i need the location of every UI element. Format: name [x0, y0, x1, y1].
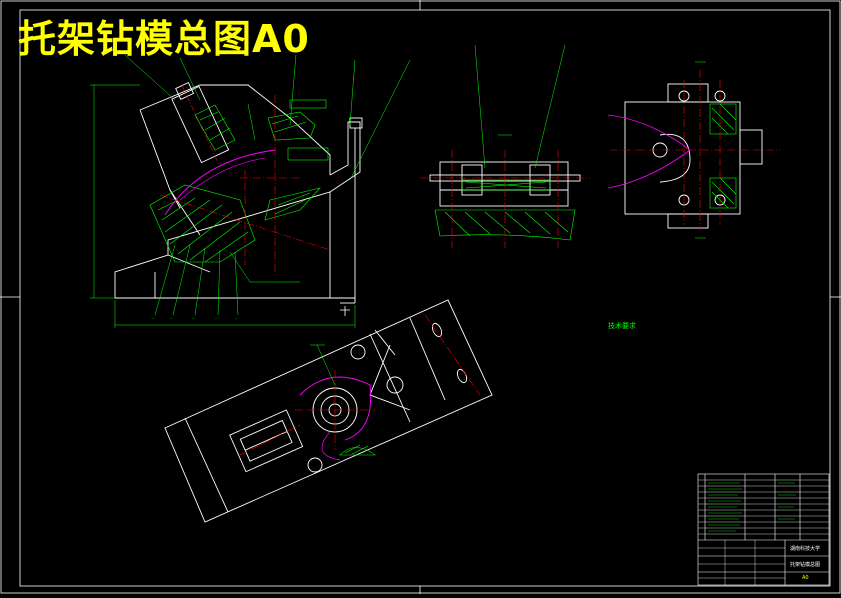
- front-view: ·· ·· ·· ·· ··: [90, 54, 411, 328]
- svg-text:··: ··: [235, 316, 238, 321]
- title-block: [697, 473, 830, 586]
- svg-text:··: ··: [215, 316, 218, 321]
- svg-text:··: ··: [192, 316, 195, 321]
- svg-text:··: ··: [170, 316, 173, 321]
- detail-view: [607, 61, 780, 239]
- technical-requirements-heading: 技术要求: [608, 322, 636, 330]
- technical-requirements: 技术要求: [604, 322, 636, 332]
- title-block-sheet-size: A0: [802, 575, 809, 581]
- side-section-view: [420, 44, 590, 248]
- title-block-drawing-name: 托架钻模总图: [790, 562, 821, 568]
- plan-view: [164, 299, 493, 523]
- svg-text:··: ··: [152, 316, 155, 321]
- drawing-title: 托架钻模总图A0: [18, 17, 310, 61]
- title-block-company: 湖南科技大学: [790, 546, 821, 552]
